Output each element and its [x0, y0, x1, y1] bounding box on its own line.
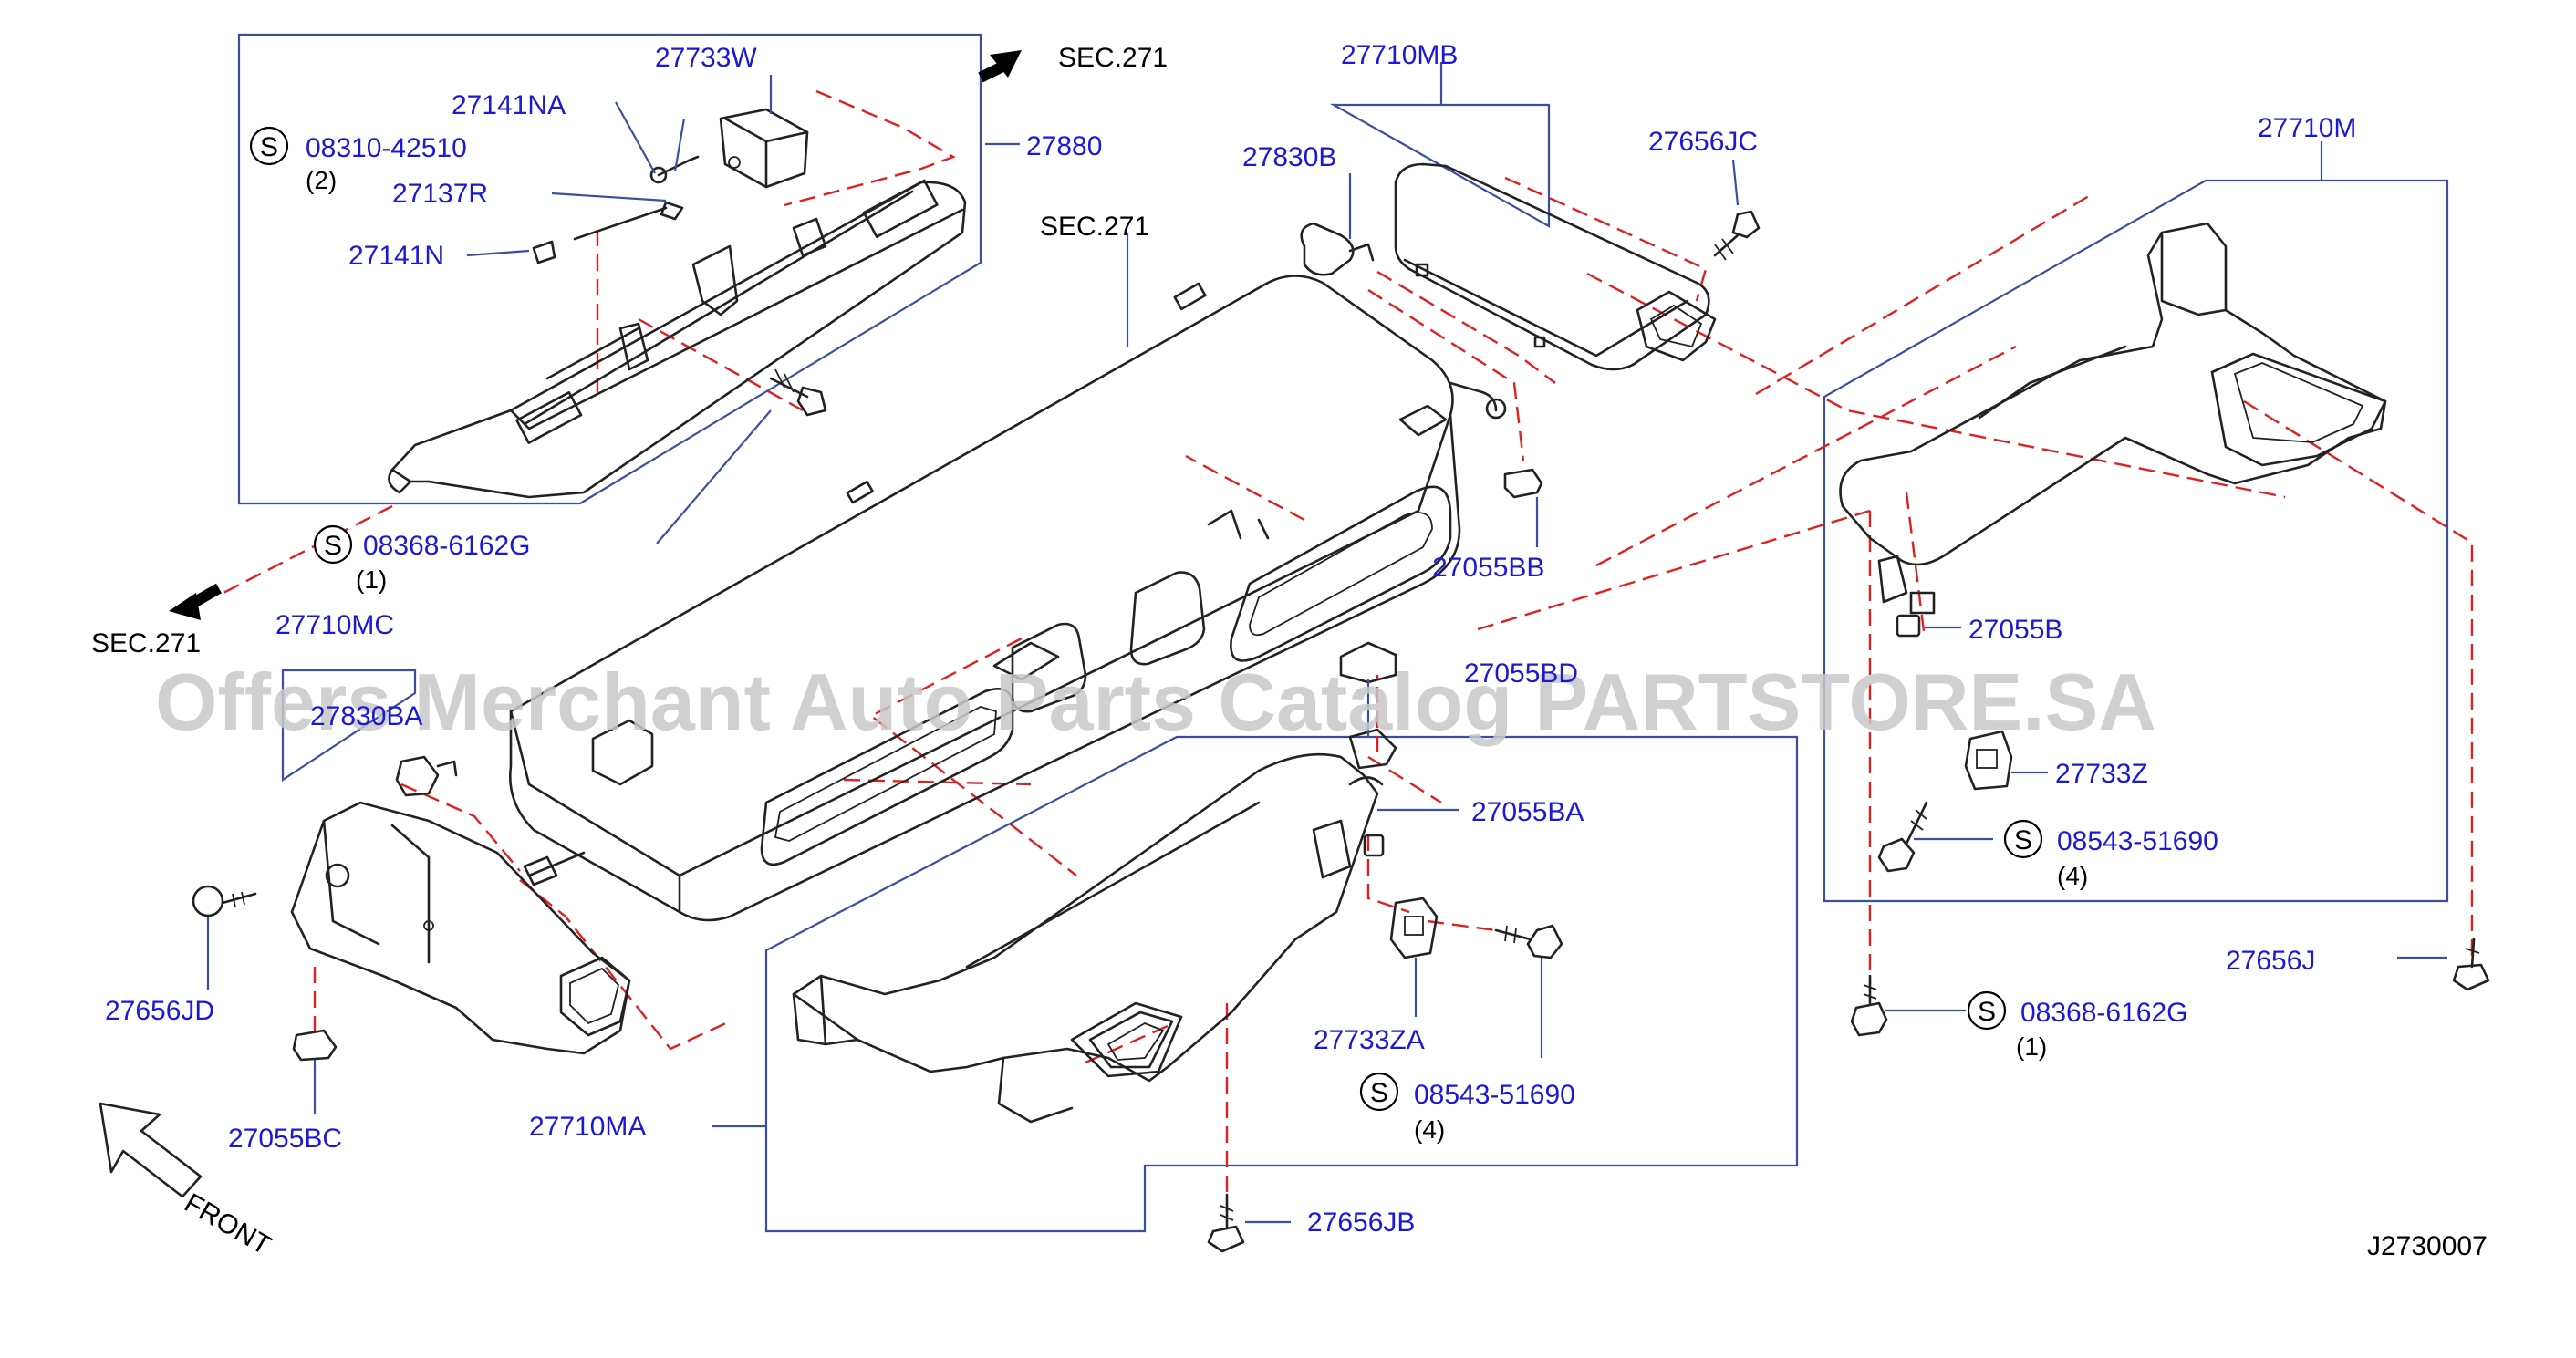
duct-27710m: [1839, 222, 2387, 615]
clip-27830b: [1300, 222, 1375, 276]
screw-symbol-5: S: [1967, 990, 2007, 1031]
clip-27141n: [532, 240, 556, 264]
s-symbol: S: [260, 132, 278, 162]
screw-symbol-3: S: [1359, 1072, 1399, 1112]
screw-symbol-4: S: [2003, 819, 2043, 859]
label-08368-6162g-left[interactable]: 08368-6162G: [363, 531, 531, 561]
label-27710mb[interactable]: 27710MB: [1341, 40, 1458, 70]
screw-27656jc: [1713, 210, 1761, 261]
svg-text:S: S: [324, 531, 342, 561]
svg-text:S: S: [1370, 1078, 1388, 1108]
label-27055b[interactable]: 27055B: [1968, 615, 2062, 645]
svg-text:S: S: [1978, 997, 1996, 1027]
screw-27656jb: [1207, 1193, 1245, 1253]
screw-27656j: [2452, 938, 2490, 991]
screw-27656jd: [192, 885, 257, 917]
front-arrow: [99, 1102, 203, 1198]
label-27055ba[interactable]: 27055BA: [1471, 797, 1584, 827]
label-08543-51690-right[interactable]: 08543-51690: [2057, 826, 2218, 856]
screw-middle: [1494, 924, 1563, 959]
label-27055bb[interactable]: 27055BB: [1432, 553, 1544, 583]
label-08368-6162g-right[interactable]: 08368-6162G: [2020, 998, 2188, 1028]
group-box-27710m: [1823, 179, 2449, 903]
watermark: Offers Merchant Auto Parts Catalog PARTS…: [155, 657, 2156, 747]
group-box-27710mc: [281, 669, 417, 783]
duct-27710mb: [1394, 162, 1717, 371]
clip-27055bb: [1503, 468, 1543, 499]
label-27710mc[interactable]: 27710MC: [275, 610, 394, 640]
label-27141n[interactable]: 27141N: [348, 241, 444, 271]
clip-27055ba: [1363, 834, 1385, 857]
clip-27055bc: [292, 1029, 338, 1062]
arrow-sec271-top: [978, 50, 1022, 83]
clip-27055bd: [1339, 641, 1397, 770]
actuator-27733za: [1389, 897, 1439, 959]
clip-27055b: [1896, 614, 1921, 638]
label-27656j[interactable]: 27656J: [2226, 946, 2315, 976]
rod-27137r: [573, 201, 684, 241]
duct-27710ma: [792, 752, 1384, 1124]
group-box-27710ma: [764, 735, 1799, 1233]
label-27733za[interactable]: 27733ZA: [1314, 1025, 1425, 1055]
arrow-sec271-left: [169, 583, 222, 620]
label-27656jb[interactable]: 27656JB: [1307, 1208, 1415, 1238]
actuator-27733w: [719, 108, 809, 189]
front-label: FRONT: [180, 1187, 276, 1260]
label-27656jd[interactable]: 27656JD: [105, 996, 214, 1026]
qty-s2: (1): [356, 565, 387, 594]
label-27733z[interactable]: 27733Z: [2055, 759, 2148, 789]
sec271-top[interactable]: SEC.271: [1058, 43, 1168, 73]
screw-symbol-2: S: [313, 524, 353, 565]
duct-27710mc: [290, 801, 631, 1055]
clip-27830ba: [395, 755, 458, 797]
label-27055bd[interactable]: 27055BD: [1464, 658, 1578, 689]
qty-s1: (2): [306, 166, 337, 194]
diagram-id: J2730007: [2367, 1231, 2488, 1261]
label-27137r[interactable]: 27137R: [392, 179, 488, 209]
assembly-lines: [223, 89, 2474, 1195]
duct-27880: [388, 179, 967, 499]
label-27830ba[interactable]: 27830BA: [310, 701, 422, 731]
screw-symbol-1: S: [249, 126, 289, 166]
label-27656jc[interactable]: 27656JC: [1648, 127, 1758, 157]
sec271-mid[interactable]: SEC.271: [1040, 212, 1149, 242]
screw-right: [1877, 801, 1928, 873]
actuator-27733z: [1964, 730, 2013, 791]
label-27830b[interactable]: 27830B: [1242, 142, 1336, 172]
label-08543-51690-mid[interactable]: 08543-51690: [1414, 1080, 1575, 1110]
label-27710ma[interactable]: 27710MA: [529, 1112, 646, 1142]
label-27141na[interactable]: 27141NA: [452, 90, 566, 120]
qty-s4: (4): [2057, 862, 2088, 890]
bolt-left: [769, 368, 827, 417]
screw-27141na: [649, 155, 700, 184]
label-27055bc[interactable]: 27055BC: [228, 1124, 342, 1154]
qty-s3: (4): [1414, 1115, 1445, 1144]
label-27880[interactable]: 27880: [1026, 131, 1102, 161]
label-27710m[interactable]: 27710M: [2258, 113, 2356, 143]
svg-text:S: S: [2014, 825, 2032, 855]
qty-s5: (1): [2016, 1032, 2047, 1061]
heater-unit-sec271: [509, 275, 1507, 922]
label-08310-42510[interactable]: 08310-42510: [306, 133, 467, 163]
sec271-left[interactable]: SEC.271: [91, 628, 201, 658]
bolt-right: [1850, 974, 1888, 1037]
leader-lines: [206, 62, 2447, 1224]
label-27733w[interactable]: 27733W: [655, 43, 757, 73]
